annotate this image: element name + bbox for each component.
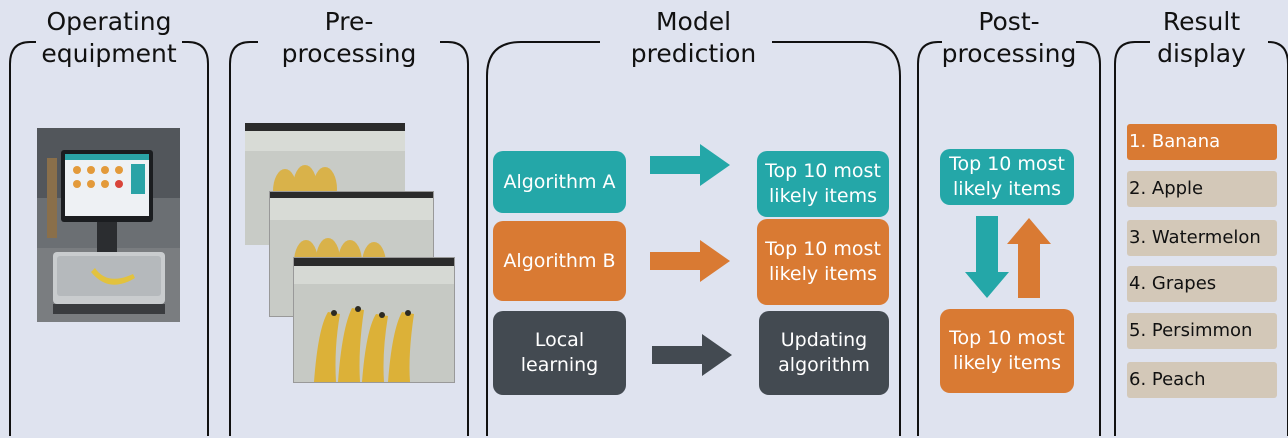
arrow-b-icon xyxy=(650,240,730,282)
stage-title-post: Post- processing xyxy=(941,7,1077,68)
local-learning-box: Local learning xyxy=(493,311,626,395)
result-item: 5. Persimmon xyxy=(1127,313,1277,349)
arrow-down-icon xyxy=(965,216,1009,298)
algorithm-a-box: Algorithm A xyxy=(493,151,626,213)
updating-algorithm-box: Updating algorithm xyxy=(759,311,889,395)
result-item: 4. Grapes xyxy=(1127,266,1277,302)
top10-b-box: Top 10 most likely items xyxy=(757,219,889,305)
result-item: 2. Apple xyxy=(1127,171,1277,207)
stage-title-pre: Pre- processing xyxy=(281,7,417,68)
result-item: 1. Banana xyxy=(1127,124,1277,160)
result-item: 6. Peach xyxy=(1127,362,1277,398)
scale-device-photo xyxy=(37,128,180,322)
arrow-up-icon xyxy=(1007,218,1051,298)
arrow-a-icon xyxy=(650,144,730,186)
banana-photo-3 xyxy=(293,257,455,383)
result-item: 3. Watermelon xyxy=(1127,220,1277,256)
post-top10-upper-box: Top 10 most likely items xyxy=(940,149,1074,205)
post-top10-lower-box: Top 10 most likely items xyxy=(940,309,1074,393)
banana-illustration xyxy=(294,258,454,382)
frame-post xyxy=(917,41,1101,436)
scale-device-illustration xyxy=(37,128,180,322)
algorithm-b-box: Algorithm B xyxy=(493,221,626,301)
stage-title-model: Model prediction xyxy=(630,7,757,68)
frame-model xyxy=(486,41,901,436)
frame-pre xyxy=(229,41,469,436)
top10-a-box: Top 10 most likely items xyxy=(757,151,889,217)
stage-title-operating: Operating equipment xyxy=(41,7,177,68)
frame-operating xyxy=(9,41,209,436)
stage-title-result: Result display xyxy=(1157,7,1246,68)
arrow-local-icon xyxy=(652,334,732,376)
